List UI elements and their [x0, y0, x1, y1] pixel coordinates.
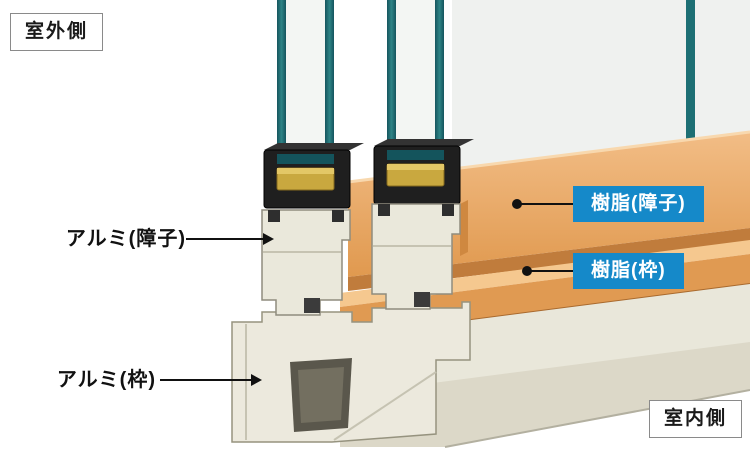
- aluminum-frame-arrow-icon: [251, 374, 262, 386]
- resin-frame-dot-icon: [522, 266, 532, 276]
- aluminum-sash-leader-line: [186, 238, 264, 240]
- glazing-channel-inner: [373, 139, 474, 205]
- outdoor-side-label: 室外側: [10, 13, 104, 51]
- indoor-side-label: 室内側: [649, 400, 743, 438]
- resin-sash-dot-icon: [512, 199, 522, 209]
- resin-frame-leader-line: [531, 270, 573, 272]
- resin-sash-leader-line: [521, 203, 573, 205]
- resin-sash-label: 樹脂(障子): [573, 186, 704, 222]
- aluminum-frame-label: アルミ(枠): [56, 369, 156, 391]
- aluminum-frame-sill: [231, 301, 471, 443]
- resin-frame-label: 樹脂(枠): [573, 253, 684, 289]
- aluminum-frame-leader-line: [160, 379, 252, 381]
- aluminum-sash-arrow-icon: [263, 233, 274, 245]
- glazing-channel-outer: [263, 143, 364, 209]
- aluminum-sash-profile-outer: [261, 209, 351, 316]
- glass-panes: [277, 0, 750, 174]
- aluminum-sash-profile-inner: [371, 200, 468, 310]
- aluminum-sash-label: アルミ(障子): [65, 228, 186, 250]
